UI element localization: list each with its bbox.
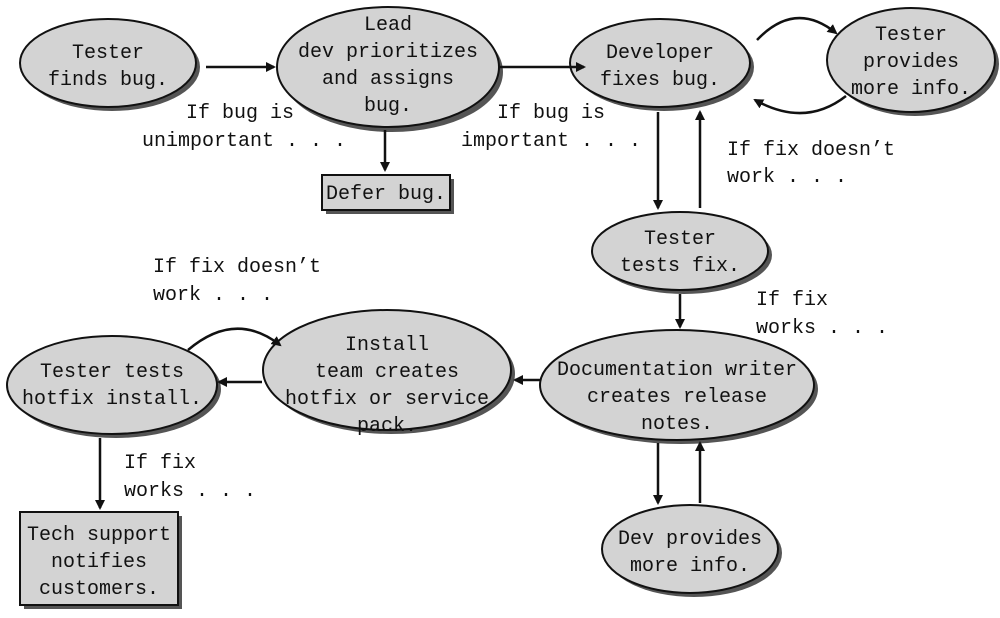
arrow-hotfix-to-install [187,327,282,351]
arrow-tester-info-to-developer [753,95,847,115]
svg-text:Defer bug.: Defer bug. [326,183,446,206]
node-defer-bug: Defer bug. [321,174,454,214]
arrow-developer-to-tester-info [756,17,838,41]
